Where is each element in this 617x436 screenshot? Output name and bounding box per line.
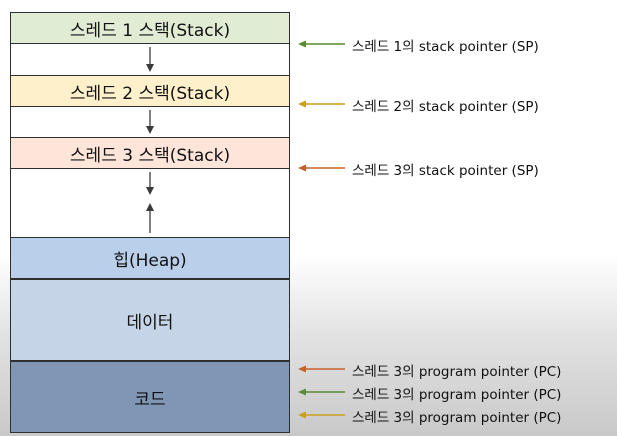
thread2-sp-label: 스레드 2의 stack pointer (SP) [352,99,539,115]
thread3-stack-label: 스레드 3 스택(Stack) [69,145,231,166]
program-pointer-label-1: 스레드 3의 program pointer (PC) [352,364,562,380]
code-segment: 코드 [10,361,290,433]
code-label: 코드 [134,389,166,410]
heap-growth-arrow [146,203,154,233]
data-segment: 데이터 [10,279,290,361]
data-label: 데이터 [126,312,174,333]
thread1-stack-label: 스레드 1 스택(Stack) [69,20,231,41]
thread2-stack-label: 스레드 2 스택(Stack) [69,83,231,104]
stack-gap-1 [10,44,290,75]
thread1-stack-segment: 스레드 1 스택(Stack) [10,12,290,44]
program-pointer-arrow-3 [298,411,345,419]
stack-gap-2 [10,107,290,137]
heap-segment: 힙(Heap) [10,237,290,279]
stack-growth-arrow-2 [146,110,154,134]
thread3-sp-arrow [298,164,345,172]
thread3-sp-label: 스레드 3의 stack pointer (SP) [352,163,539,179]
thread2-sp-arrow [298,100,345,108]
program-pointer-arrow-2 [298,388,345,396]
stack-growth-arrow-3 [146,172,154,195]
thread1-sp-arrow [298,40,345,48]
program-pointer-label-3: 스레드 3의 program pointer (PC) [352,410,562,426]
thread3-stack-segment: 스레드 3 스택(Stack) [10,137,290,169]
stack-growth-arrow-1 [146,47,154,72]
thread2-stack-segment: 스레드 2 스택(Stack) [10,75,290,107]
thread1-sp-label: 스레드 1의 stack pointer (SP) [352,39,539,55]
heap-label: 힙(Heap) [113,250,187,271]
program-pointer-arrow-1 [298,365,345,373]
program-pointer-label-2: 스레드 3의 program pointer (PC) [352,387,562,403]
free-space [10,169,290,237]
